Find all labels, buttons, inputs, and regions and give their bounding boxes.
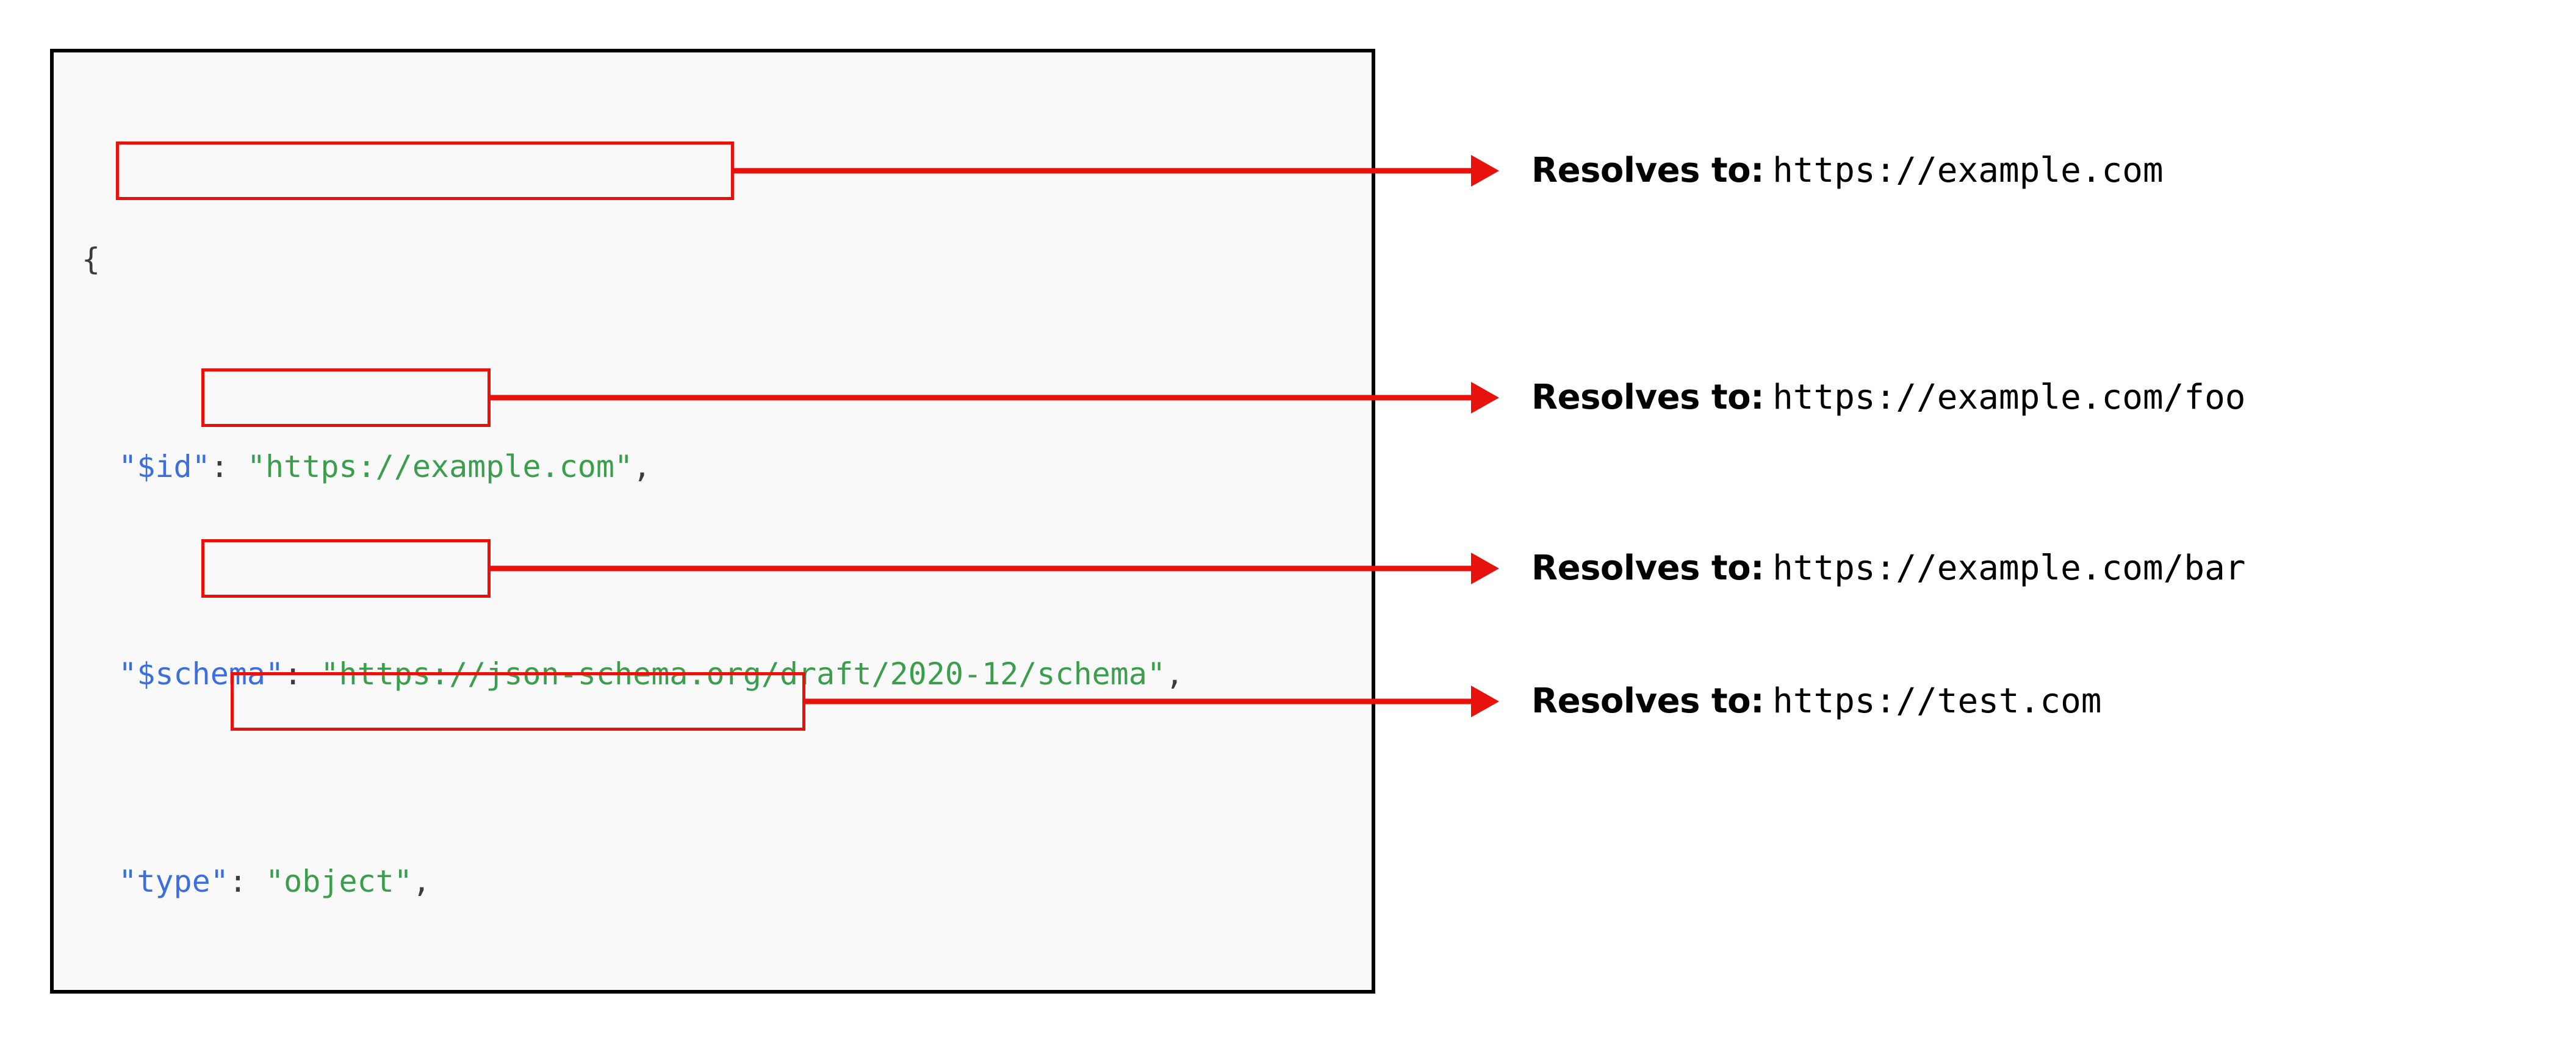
code-listing: { "$id": "https://example.com", "$schema… [82, 78, 1184, 990]
code-token: { [82, 242, 101, 277]
resolved-url: https://example.com/foo [1772, 378, 2246, 417]
arrow-head [1471, 686, 1499, 717]
annotation-resolves-bar: Resolves to:https://example.com/bar [1531, 551, 2246, 586]
arrow-head [1471, 382, 1499, 414]
resolves-to-label: Resolves to: [1531, 548, 1765, 588]
resolved-url: https://example.com/bar [1772, 548, 2246, 588]
code-token: , [412, 864, 431, 899]
resolved-url: https://test.com [1772, 681, 2102, 721]
code-token: "$schema" [118, 656, 284, 692]
code-token: : [284, 656, 321, 692]
arrow-head [1471, 155, 1499, 187]
code-line-id-root: "$id": "https://example.com", [82, 441, 1184, 493]
code-token: "$id" [118, 449, 210, 484]
resolves-to-label: Resolves to: [1531, 378, 1765, 417]
code-line-schema: "$schema": "https://json-schema.org/draf… [82, 648, 1184, 700]
code-token: "object" [265, 864, 412, 899]
code-token: , [1165, 656, 1184, 692]
json-code-panel: { "$id": "https://example.com", "$schema… [50, 49, 1375, 994]
annotation-resolves-items: Resolves to:https://test.com [1531, 684, 2102, 719]
code-token: "https://example.com" [246, 449, 633, 484]
code-token: : [228, 864, 266, 899]
code-token: , [633, 449, 652, 484]
resolves-to-label: Resolves to: [1531, 151, 1765, 190]
annotation-resolves-foo: Resolves to:https://example.com/foo [1531, 381, 2246, 415]
arrow-head [1471, 553, 1499, 584]
code-token: : [210, 449, 247, 484]
code-token: "https://json-schema.org/draft/2020-12/s… [320, 656, 1166, 692]
annotation-resolves-root: Resolves to:https://example.com [1531, 154, 2164, 188]
code-token: "type" [118, 864, 229, 899]
resolves-to-label: Resolves to: [1531, 681, 1765, 721]
code-line: { [82, 234, 1184, 285]
code-line-type-object: "type": "object", [82, 856, 1184, 908]
resolved-url: https://example.com [1772, 151, 2164, 190]
